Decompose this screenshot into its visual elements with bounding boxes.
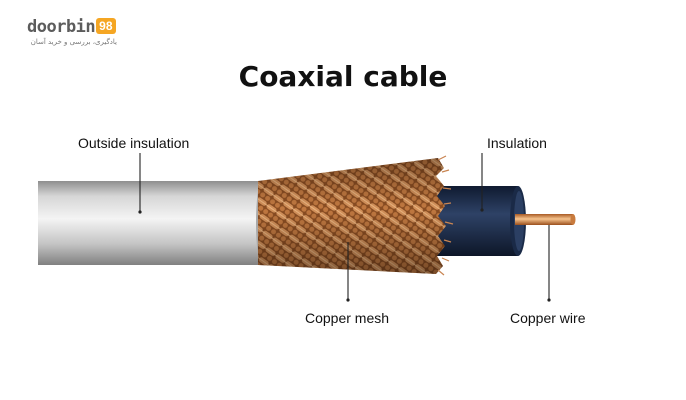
brand-name: doorbin xyxy=(27,17,96,37)
copper-core-wire xyxy=(515,214,576,225)
inner-insulation xyxy=(436,186,526,256)
label-insulation: Insulation xyxy=(487,135,547,151)
label-copper-mesh: Copper mesh xyxy=(305,310,390,326)
outer-jacket xyxy=(38,181,268,265)
label-copper-wire: Copper wire xyxy=(510,310,586,326)
leader-lines xyxy=(139,153,550,300)
label-outside-insulation: Outside insulation xyxy=(78,135,190,151)
brand-tagline: یادگیری، بررسی و خرید آسان xyxy=(30,38,117,46)
copper-braid-mesh xyxy=(258,155,454,276)
brand-number: 98 xyxy=(96,18,116,34)
diagram-title: Coaxial cable xyxy=(238,60,448,93)
